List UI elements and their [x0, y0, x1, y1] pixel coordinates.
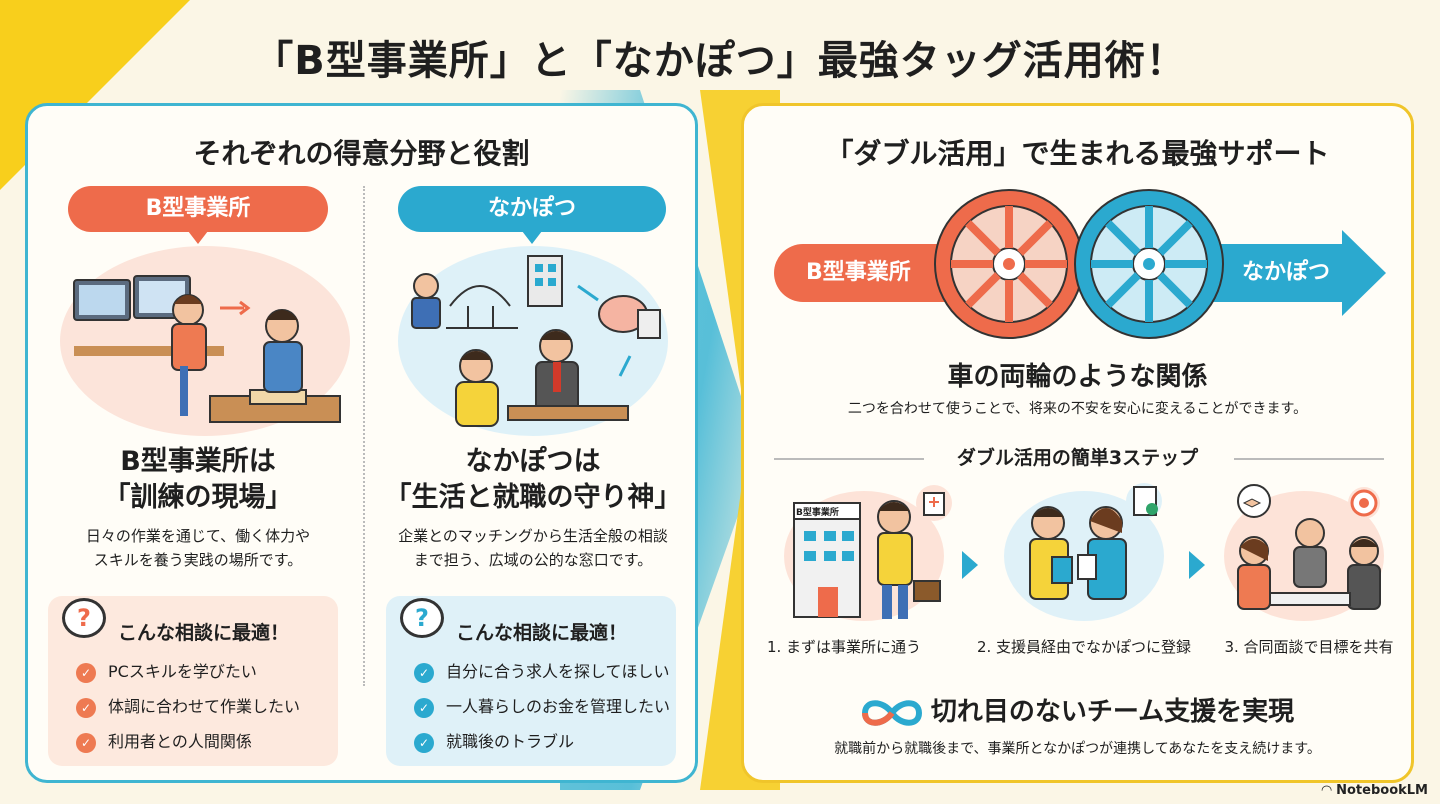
b-type-item: ✓ PCスキルを学びたい	[76, 658, 257, 683]
step-3	[1214, 481, 1394, 641]
nakapotsu-illustration	[398, 246, 668, 436]
nakapotsu-pill: なかぽつ	[398, 186, 666, 244]
check-icon: ✓	[76, 662, 96, 683]
panel-divider	[363, 186, 365, 686]
steps-line-right	[1234, 458, 1384, 460]
nakapotsu-title: なかぽつは 「生活と就職の守り神」	[368, 444, 698, 516]
double-use-heading: 「ダブル活用」で生まれる最強サポート	[825, 137, 1330, 170]
b-type-item: ✓ 利用者との人間関係	[76, 728, 252, 753]
infinity-icon	[861, 699, 922, 726]
step-1-label: 1. まずは事業所に通う	[766, 638, 922, 656]
nakapotsu-consult-heading: こんな相談に最適！	[456, 622, 628, 644]
b-type-title-line2: 「訓練の現場」	[103, 482, 293, 513]
seamless-desc: 就職前から就職後まで、事業所となかぽつが連携してあなたを支え続けます。	[834, 741, 1321, 757]
nakapotsu-item: ✓ 自分に合う求人を探してほしい	[414, 658, 670, 683]
nakapotsu-item-label: 自分に合う求人を探してほしい	[446, 662, 670, 681]
step-1: B型事業所	[774, 481, 954, 641]
relation-title: 車の両輪のような関係	[947, 362, 1208, 392]
b-type-desc-line2: スキルを養う実践の場所です。	[93, 551, 303, 569]
nakapotsu-item: ✓ 就職後のトラブル	[414, 728, 574, 753]
gears-icon	[934, 189, 1224, 339]
b-type-item-label: 体調に合わせて作業したい	[108, 697, 301, 716]
b-type-illustration	[60, 246, 350, 436]
question-bubble-icon: ?	[62, 598, 106, 638]
b-type-consult-heading: こんな相談に最適！	[118, 622, 290, 644]
step-arrow-icon	[1189, 551, 1205, 579]
nakapotsu-desc: 企業とのマッチングから生活全般の相談 まで担う、広域の公的な窓口です。	[373, 524, 693, 572]
brand-watermark: ◠ NotebookLM	[1322, 783, 1428, 798]
workshop-illustration-icon	[73, 275, 341, 423]
nakapotsu-item-label: 就職後のトラブル	[446, 732, 575, 751]
step-3-label: 3. 合同面談で目標を共有	[1224, 638, 1394, 656]
brand-logo-icon: ◠	[1321, 783, 1337, 798]
b-type-pill: B型事業所	[68, 186, 328, 244]
question-bubble-icon: ?	[400, 598, 444, 638]
roles-heading: それぞれの得意分野と役割	[193, 137, 530, 170]
nakapotsu-title-line1: なかぽつは	[465, 446, 601, 477]
roles-panel: それぞれの得意分野と役割 B型事業所 B型事業所は 「訓練の現場」 日々の作業を…	[25, 103, 698, 783]
arrow-head-icon	[1342, 230, 1386, 316]
b-type-item-label: PCスキルを学びたい	[108, 662, 257, 681]
check-icon: ✓	[414, 662, 434, 683]
nakapotsu-title-line2: 「生活と就職の守り神」	[384, 482, 682, 513]
double-use-panel: 「ダブル活用」で生まれる最強サポート B型事業所 なかぽつ 車の両輪のような関係…	[741, 103, 1414, 783]
b-type-desc-line1: 日々の作業を通じて、働く体力や	[85, 527, 311, 545]
steps-line-left	[774, 458, 924, 460]
nakapotsu-item-label: 一人暮らしのお金を管理したい	[446, 697, 671, 716]
steps-heading: ダブル活用の簡単3ステップ	[956, 447, 1199, 469]
nakapotsu-desc-line1: 企業とのマッチングから生活全般の相談	[398, 527, 668, 545]
nakapotsu-item: ✓ 一人暮らしのお金を管理したい	[414, 693, 670, 718]
check-icon: ✓	[414, 732, 434, 753]
seamless-support: 切れ目のないチーム支援を実現	[744, 691, 1411, 728]
b-type-consult-box: ? こんな相談に最適！ ✓ PCスキルを学びたい ✓ 体調に合わせて作業したい ✓ 利…	[48, 596, 338, 766]
office-sign: B型事業所	[796, 508, 839, 518]
seamless-title: 切れ目のないチーム支援を実現	[930, 697, 1295, 727]
check-icon: ✓	[76, 732, 96, 753]
relation-desc: 二つを合わせて使うことで、将来の不安を安心に変えることができます。	[847, 401, 1308, 417]
check-icon: ✓	[76, 697, 96, 718]
b-type-title: B型事業所は 「訓練の現場」	[48, 444, 348, 516]
step-2-label: 2. 支援員経由でなかぽつに登録	[976, 638, 1192, 656]
b-type-title-line1: B型事業所は	[120, 446, 276, 477]
office-visit-icon	[793, 485, 952, 619]
joint-meeting-icon	[1237, 484, 1381, 610]
nakapotsu-consult-box: ? こんな相談に最適！ ✓ 自分に合う求人を探してほしい ✓ 一人暮らしのお金を管理…	[386, 596, 676, 766]
check-icon: ✓	[414, 697, 434, 718]
nakapotsu-desc-line2: まで担う、広域の公的な窓口です。	[413, 551, 653, 569]
consultation-illustration-icon	[411, 255, 661, 427]
step-2	[994, 481, 1174, 641]
brand-label: NotebookLM	[1336, 783, 1428, 798]
b-type-desc: 日々の作業を通じて、働く体力や スキルを養う実践の場所です。	[48, 524, 348, 572]
registration-icon	[1029, 483, 1162, 600]
page-title: 「B型事業所」と「なかぽつ」最強タッグ活用術！	[253, 38, 1187, 84]
b-type-item-label: 利用者との人間関係	[108, 732, 252, 751]
step-arrow-icon	[962, 551, 978, 579]
b-type-item: ✓ 体調に合わせて作業したい	[76, 693, 300, 718]
